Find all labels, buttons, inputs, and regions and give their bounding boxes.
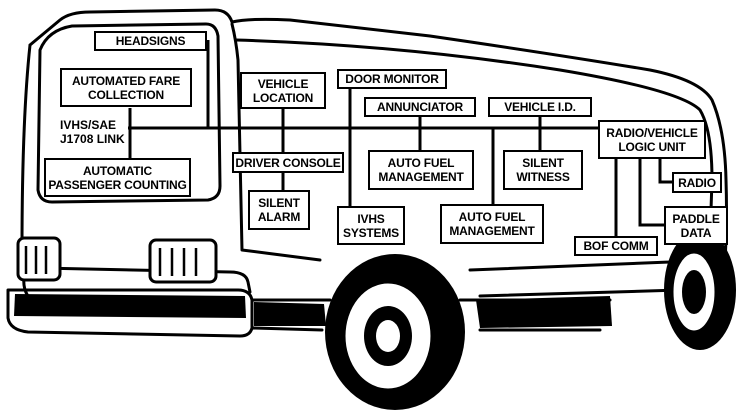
wheel-rear (664, 230, 736, 350)
vehicle-location-box: VEHICLE LOCATION (240, 72, 326, 109)
paddle-data-box: PADDLE DATA (664, 206, 728, 245)
ivhs-sae-link-label: IVHS/SAE J1708 LINK (60, 118, 128, 146)
radio-box: RADIO (672, 172, 722, 193)
radio-vehicle-logic-unit-box: RADIO/VEHICLE LOGIC UNIT (598, 120, 706, 159)
automated-fare-collection-box: AUTOMATED FARE COLLECTION (60, 68, 192, 107)
headlight-left (18, 238, 60, 280)
automatic-passenger-counting-box: AUTOMATIC PASSENGER COUNTING (44, 158, 191, 197)
headsigns-box: HEADSIGNS (94, 31, 207, 51)
silent-witness-box: SILENT WITNESS (503, 150, 583, 190)
door-monitor-box: DOOR MONITOR (337, 69, 447, 89)
auto-fuel-management-box-lower: AUTO FUEL MANAGEMENT (440, 204, 544, 244)
driver-console-box: DRIVER CONSOLE (232, 152, 344, 173)
silent-alarm-box: SILENT ALARM (248, 190, 310, 230)
ivhs-systems-box: IVHS SYSTEMS (337, 206, 405, 245)
bof-comm-box: BOF COMM (574, 236, 658, 256)
wheel-front (325, 254, 465, 410)
annunciator-box: ANNUNCIATOR (364, 97, 476, 117)
auto-fuel-management-box-upper: AUTO FUEL MANAGEMENT (368, 150, 474, 190)
vehicle-id-box: VEHICLE I.D. (488, 97, 592, 117)
